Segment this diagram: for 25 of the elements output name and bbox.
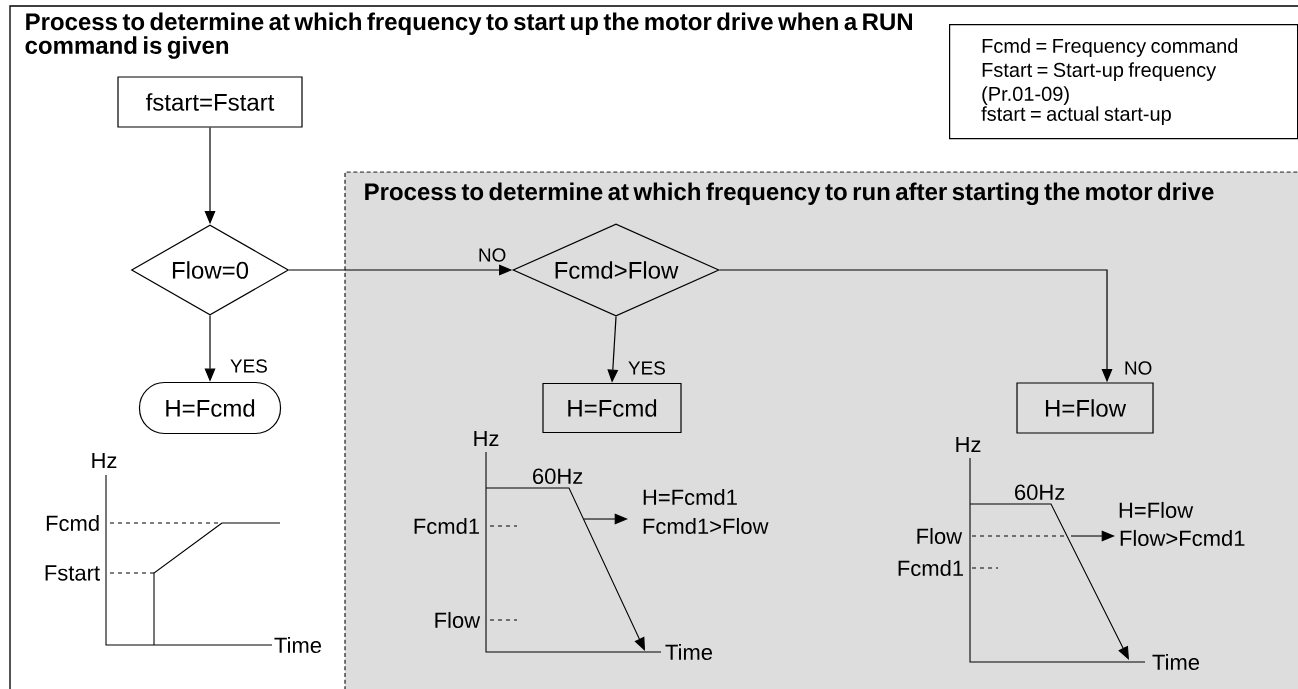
axis-label: Hz	[474, 430, 499, 447]
process-box: H=Flow	[1016, 382, 1154, 434]
annotation: H=Flow	[1119, 501, 1194, 519]
tick-label: Fstart	[45, 565, 100, 581]
tick-label: Fcmd	[46, 514, 99, 532]
axis-label: Time	[274, 636, 322, 654]
edge-label: YES	[228, 357, 270, 375]
legend-box: Fcmd = Frequency command Fstart = Start-up frequency (Pr.01-09) fstart = actual start-up	[949, 24, 1298, 140]
axis-label: Time	[665, 643, 713, 661]
terminal-box: H=Fcmd	[138, 381, 282, 435]
process-box: H=Fcmd	[542, 382, 682, 434]
tick-label: Fcmd1	[414, 517, 479, 535]
axis-label: Time	[1152, 653, 1200, 671]
process-box: fstart=Fstart	[117, 76, 303, 128]
annotation: Flow>Fcmd1	[1120, 529, 1245, 547]
title: Process to determine at which frequency to start up the motor drive when a RUN command is given	[25, 12, 912, 59]
tick-label: Flow	[435, 611, 481, 629]
tick-label: Flow	[917, 527, 963, 545]
axis-label: Hz	[956, 436, 981, 453]
tick-label: Fcmd1	[898, 559, 963, 577]
value-label: 60Hz	[533, 468, 583, 485]
annotation: Fcmd1>Flow	[643, 517, 769, 535]
annotation: H=Fcmd1	[643, 488, 737, 506]
axis-label: Hz	[92, 452, 117, 469]
value-label: 60Hz	[1015, 484, 1065, 501]
